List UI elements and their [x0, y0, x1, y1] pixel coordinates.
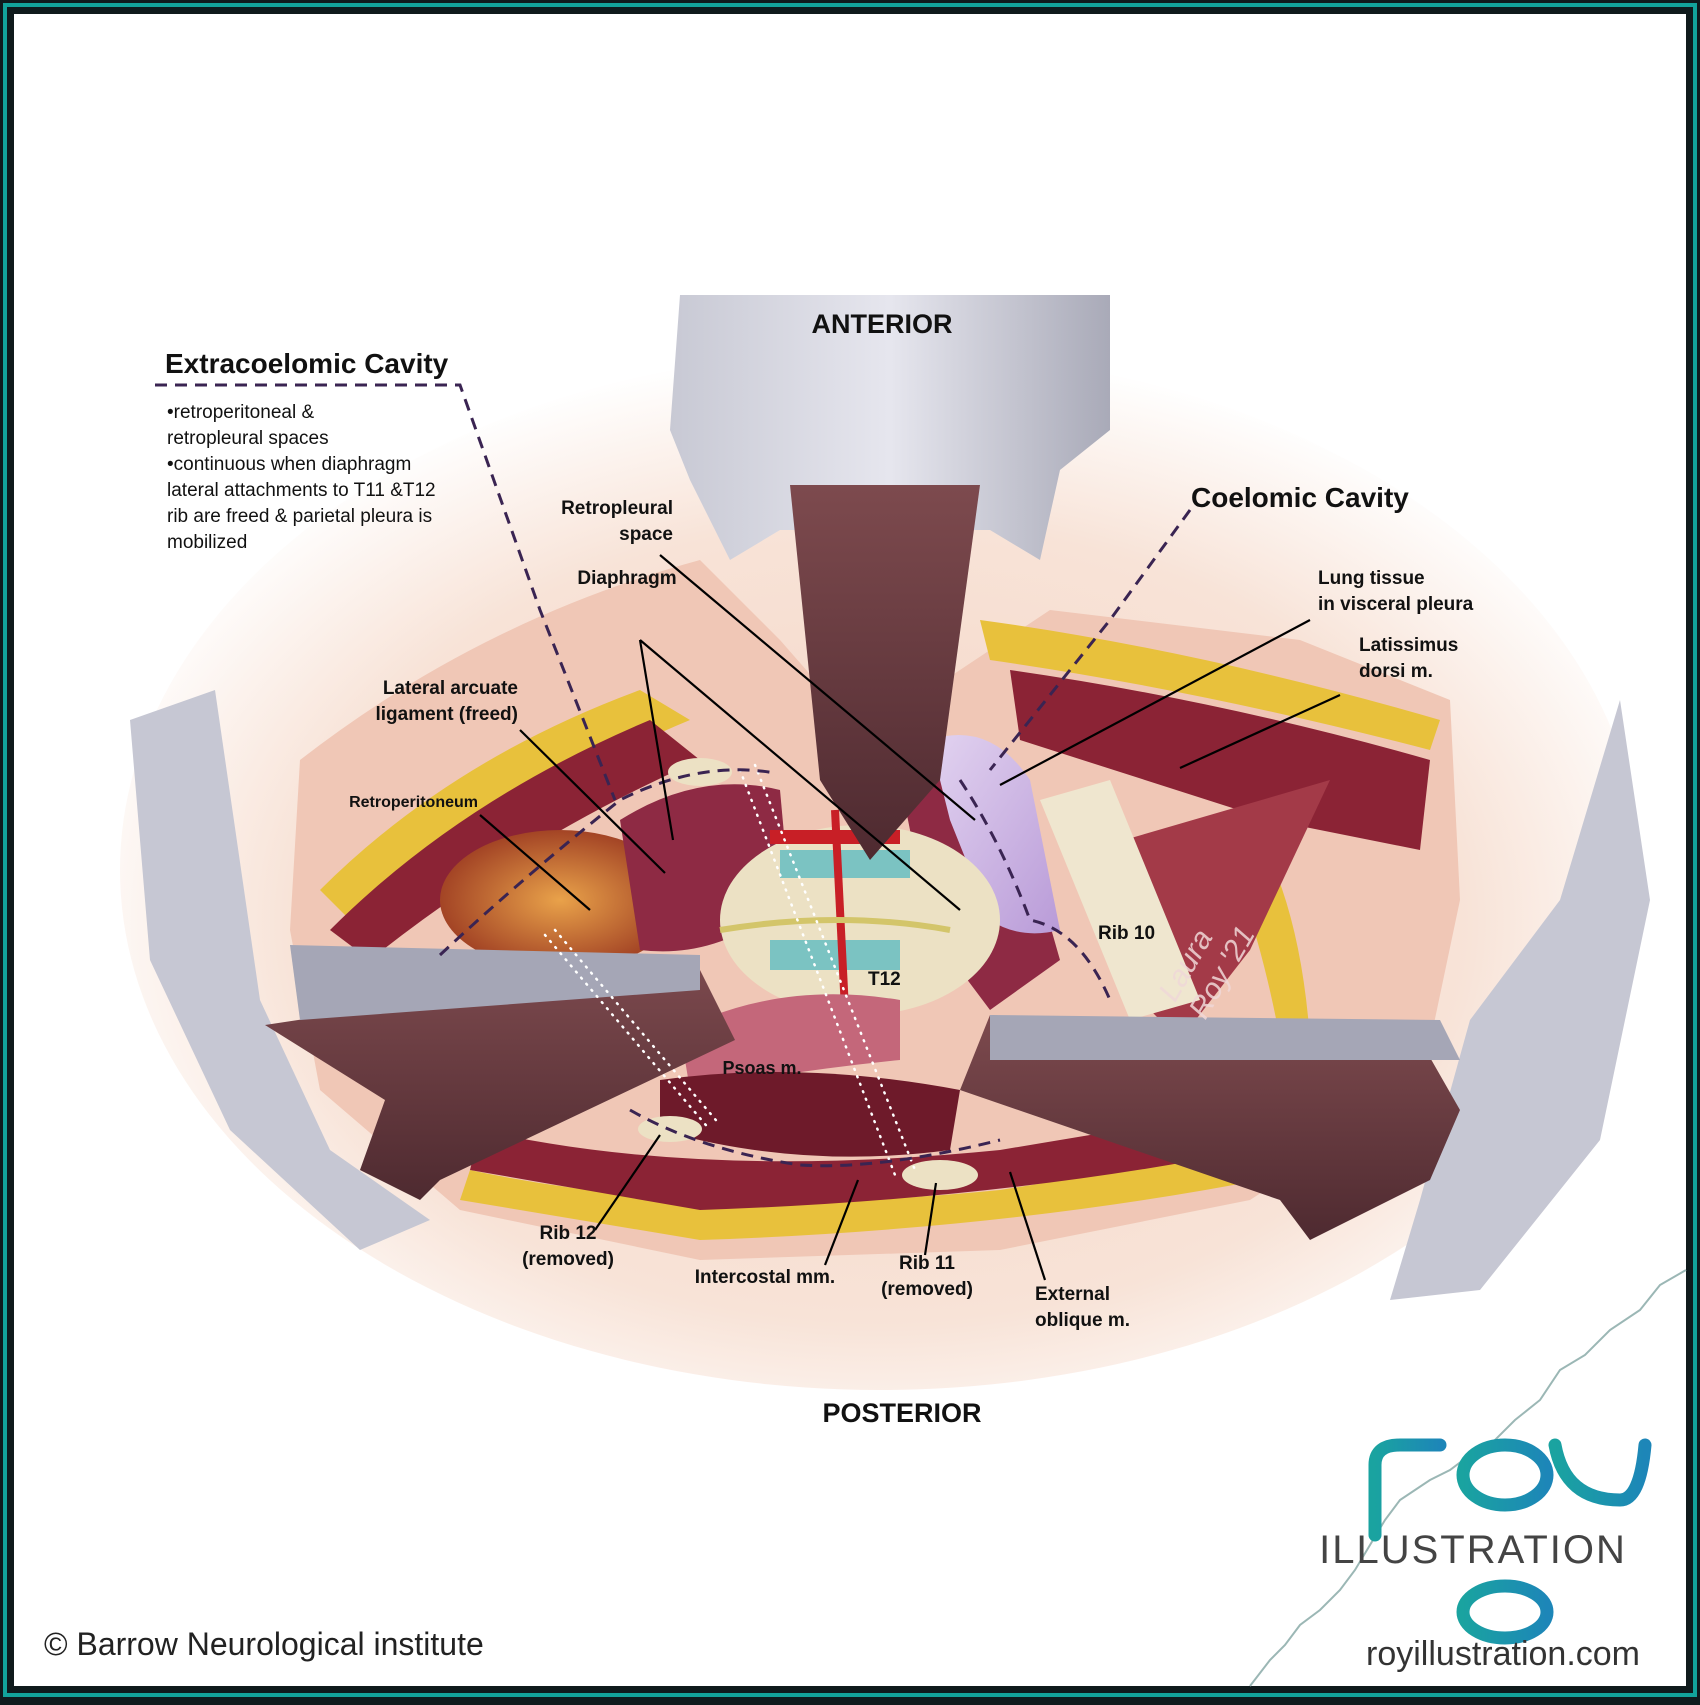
label-rib-10: Rib 10: [1098, 923, 1155, 944]
roy-illustration-logo: ILLUSTRATION: [1319, 1438, 1652, 1647]
latissimus-muscle: [1010, 670, 1430, 850]
label-diaphragm: Diaphragm: [577, 568, 676, 589]
psoas-muscle: [680, 994, 900, 1090]
logo-r: [1368, 1438, 1447, 1542]
leader-external-oblique: [1008, 1171, 1047, 1281]
extracoelomic-title: Extracoelomic Cavity: [165, 348, 449, 379]
extracoelomic-note-1: •retroperitoneal &: [167, 402, 314, 423]
leader-lateral-arcuate: [519, 729, 666, 874]
extracoelomic-leader: [155, 383, 617, 801]
retroperitoneum-shape: [440, 830, 680, 970]
label-external-oblique-2: oblique m.: [1035, 1310, 1130, 1331]
extracoelomic-note-6: mobilized: [167, 532, 247, 553]
coelomic-title: Coelomic Cavity: [1191, 482, 1409, 513]
right-drape: [1390, 700, 1650, 1300]
copyright-notice: © Barrow Neurological institute: [44, 1626, 484, 1662]
disc-upper: [780, 850, 910, 878]
muscle-layer-bottom: [470, 1110, 1250, 1210]
fat-layer-bottom: [460, 1150, 1260, 1240]
anterior-label: ANTERIOR: [812, 309, 953, 339]
label-retropleural-2: space: [619, 524, 673, 545]
label-latissimus-1: Latissimus: [1359, 635, 1458, 656]
logo-url: royillustration.com: [1366, 1635, 1640, 1673]
nerve-root: [719, 917, 951, 933]
right-retractor-rim: [990, 1015, 1460, 1060]
extracoelomic-boundary-upper: [438, 768, 776, 957]
fat-layer-upper-right: [980, 620, 1440, 750]
logo-y-upper: [1548, 1438, 1652, 1507]
extracoelomic-note-2: retropleural spaces: [167, 428, 329, 449]
leader-rib-11: [923, 1182, 938, 1256]
rib-12-removed-outline: [543, 928, 722, 1132]
label-psoas: Psoas m.: [722, 1058, 801, 1078]
extracoelomic-note-4: lateral attachments to T11 &T12: [167, 480, 436, 501]
label-external-oblique-1: External: [1035, 1284, 1110, 1305]
rib-11-removed-outline: [738, 763, 917, 1177]
rib-10-shape: [1040, 780, 1200, 1020]
right-retractor-blade: [960, 1015, 1460, 1240]
label-retropleural-1: Retropleural: [561, 498, 673, 519]
top-retractor-housing: [670, 295, 1110, 560]
leader-rib-12: [594, 1134, 661, 1231]
leader-retroperitoneum: [479, 814, 591, 911]
torn-edge: [1249, 1269, 1687, 1687]
label-lateral-arcuate-1: Lateral arcuate: [383, 678, 518, 699]
logo-o-lower: [1456, 1579, 1554, 1645]
label-rib-12-2: (removed): [522, 1249, 614, 1270]
label-latissimus-2: dorsi m.: [1359, 661, 1433, 682]
coelomic-leader: [988, 509, 1192, 771]
leader-retropleural: [659, 554, 976, 821]
leader-diaphragm-right: [639, 639, 961, 911]
leader-diaphragm-left: [638, 639, 675, 841]
label-lung-1: Lung tissue: [1318, 568, 1425, 589]
top-retractor-blade: [790, 485, 980, 860]
extracoelomic-note-5: rib are freed & parietal pleura is: [167, 506, 432, 527]
rib-11-stump: [902, 1160, 978, 1190]
left-drape: [130, 690, 430, 1250]
logo-wordmark: ILLUSTRATION: [1319, 1528, 1627, 1572]
label-rib-11-2: (removed): [881, 1279, 973, 1300]
label-rib-11-1: Rib 11: [899, 1253, 955, 1274]
leader-latissimus: [1179, 693, 1341, 770]
teal-border: [3, 3, 1697, 1697]
label-rib-12-1: Rib 12: [539, 1223, 596, 1244]
label-lung-2: in visceral pleura: [1318, 594, 1474, 615]
label-retroperitoneum: Retroperitoneum: [349, 794, 478, 811]
leader-lung: [999, 619, 1311, 786]
leader-intercostal: [823, 1179, 860, 1266]
logo-o-upper: [1456, 1438, 1554, 1512]
label-lateral-arcuate-2: ligament (freed): [375, 704, 518, 725]
coelomic-boundary: [958, 779, 1112, 1001]
extracoelomic-note-3: •continuous when diaphragm: [167, 454, 411, 475]
label-t12: T12: [868, 969, 901, 990]
label-intercostal: Intercostal mm.: [695, 1267, 835, 1288]
posterior-label: POSTERIOR: [822, 1398, 981, 1428]
left-retractor-rim: [290, 945, 700, 1020]
